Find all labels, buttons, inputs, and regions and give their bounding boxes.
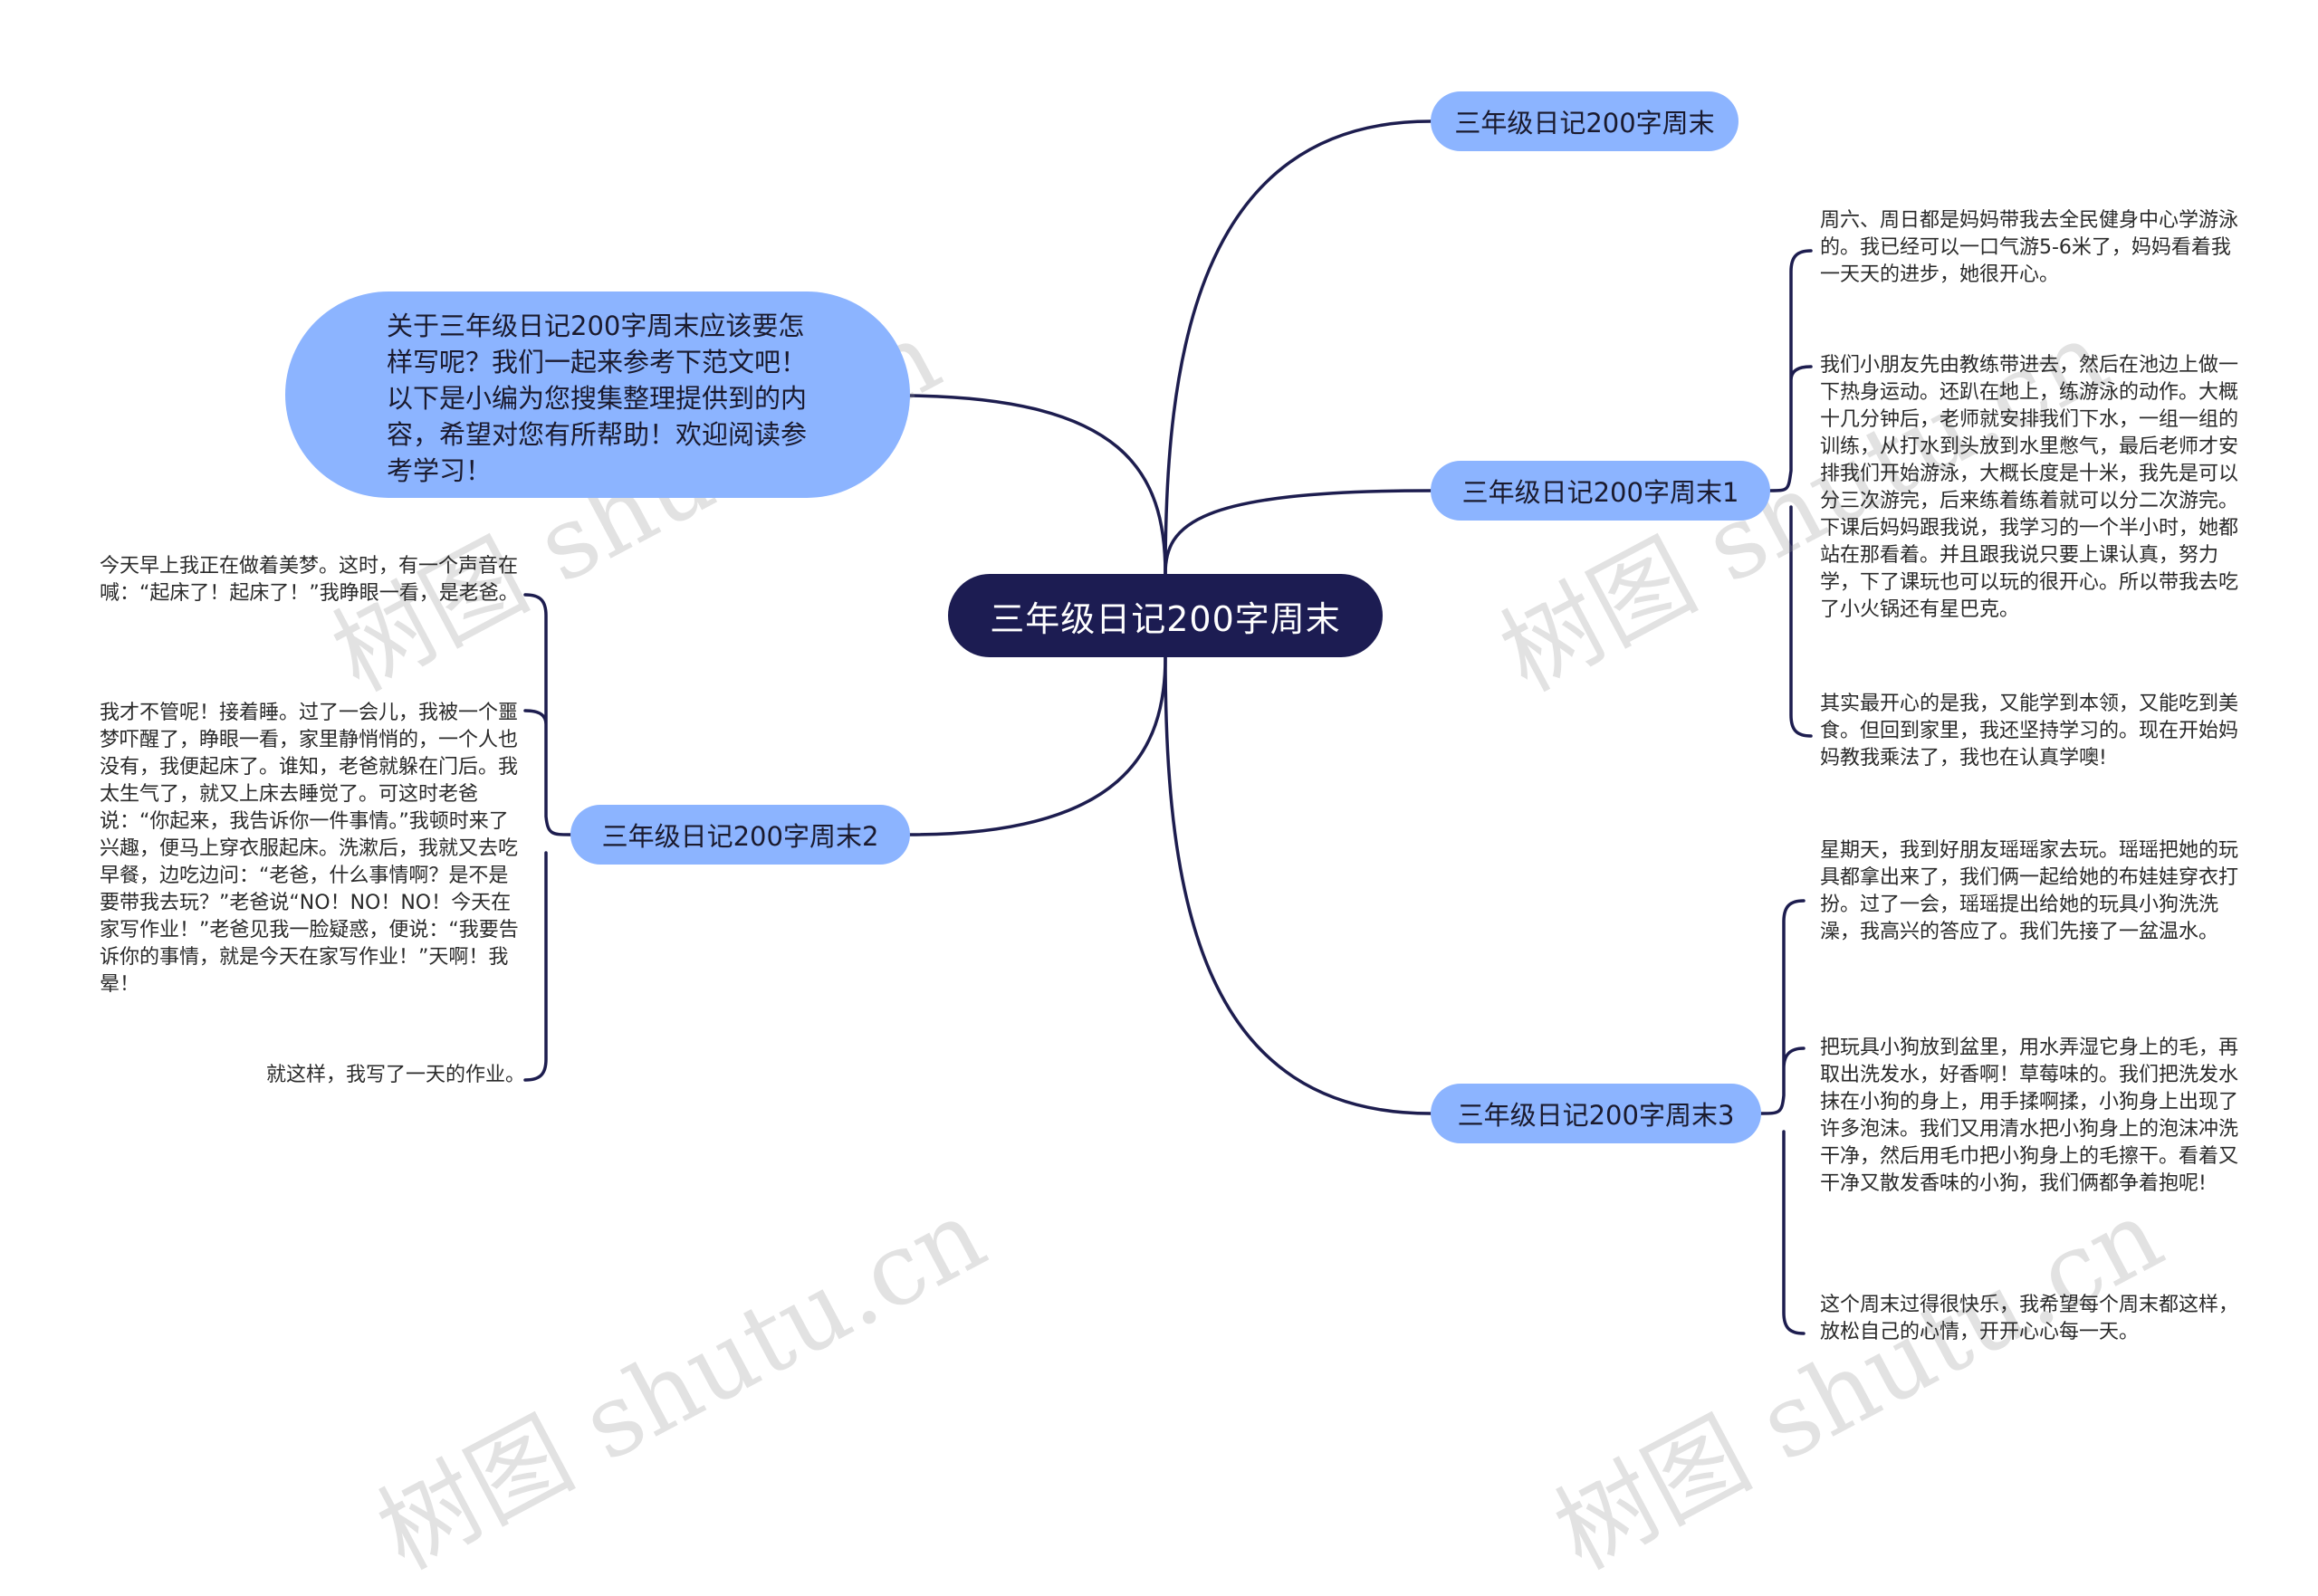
mind-map-canvas: 树图 shutu.cn 树图 shutu.cn 树图 shutu.cn 树图 s… (100, 91, 2239, 1591)
leaf-text: 其实最开心的是我，又能学到本领，又能吃到美食。但回到家里，我还坚持学习的。现在开… (1820, 693, 2239, 769)
link-root-top (1164, 119, 1432, 576)
link-root-b2 (908, 655, 1167, 836)
link-root-intro (908, 394, 1167, 576)
leaf-text: 今天早上我正在做着美梦。这时，有一个声音在喊：“起床了！起床了！”我睁眼一看，是… (100, 555, 519, 605)
leaf-text: 我们小朋友先由教练带进去，然后在池边上做一下热身运动。还趴在地上，练游泳的动作。… (1820, 354, 2239, 621)
leaf-text: 这个周末过得很快乐，我希望每个周末都这样，放松自己的心情，开开心心每一天。 (1820, 1294, 2239, 1343)
bracket-b2 (523, 593, 572, 1082)
branch-node-3[interactable]: 三年级日记200字周末3 (1431, 1084, 1761, 1143)
link-root-b1 (1164, 489, 1432, 576)
branch-node-2[interactable]: 三年级日记200字周末2 (570, 805, 910, 865)
branch-node-top[interactable]: 三年级日记200字周末 (1431, 91, 1738, 151)
link-root-b3 (1164, 655, 1432, 1115)
bracket-b3 (1759, 899, 1806, 1335)
leaf-text: 我才不管呢！接着睡。过了一会儿，我被一个噩梦吓醒了，睁眼一看，家里静悄悄的，一个… (100, 702, 519, 996)
leaf-text: 就这样，我写了一天的作业。 (265, 1064, 525, 1086)
root-node[interactable]: 三年级日记200字周末 (948, 574, 1383, 657)
connector-lines (523, 119, 1813, 1335)
branch-node-1[interactable]: 三年级日记200字周末1 (1431, 461, 1770, 521)
leaf-text: 把玩具小狗放到盆里，用水弄湿它身上的毛，再取出洗发水，好香啊！草莓味的。我们把洗… (1820, 1037, 2239, 1195)
leaf-text: 周六、周日都是妈妈带我去全民健身中心学游泳的。我已经可以一口气游5-6米了，妈妈… (1820, 209, 2239, 286)
intro-node[interactable]: 关于三年级日记200字周末应该要怎样写呢？我们一起来参考下范文吧！以下是小编为您… (285, 291, 910, 498)
bracket-b1 (1768, 249, 1813, 738)
leaf-text: 星期天，我到好朋友瑶瑶家去玩。瑶瑶把她的玩具都拿出来了，我们俩一起给她的布娃娃穿… (1820, 839, 2239, 943)
